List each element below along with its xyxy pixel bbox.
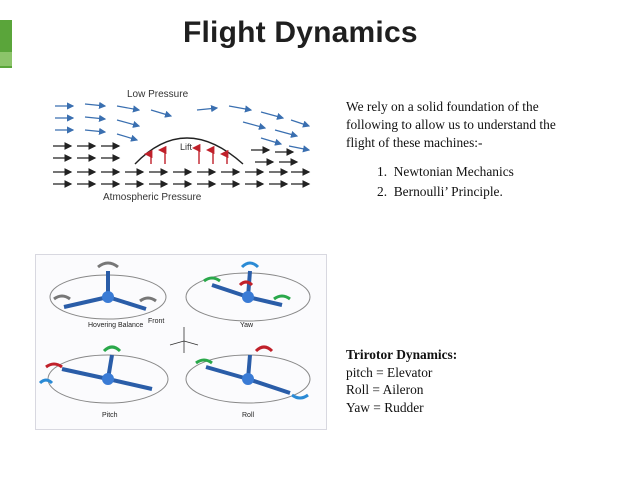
trirotor-line: pitch = Elevator — [346, 364, 433, 380]
slide-title: Flight Dynamics — [183, 16, 418, 49]
list-number: 2. — [377, 184, 388, 199]
list-number: 1. — [377, 164, 388, 179]
lift-diagram-svg: Low Pressure Lift — [47, 84, 317, 212]
list-item: 1. Newtonian Mechanics — [377, 162, 514, 182]
trirotor-diagram: Hovering Balance Yaw Front — [35, 254, 327, 430]
trirotor-line: Roll = Aileron — [346, 382, 424, 397]
lift-diagram: Low Pressure Lift — [47, 84, 317, 212]
front-label: Front — [148, 318, 164, 325]
list-text: Bernoulli’ Principle. — [393, 184, 503, 199]
accent-bar-light — [0, 52, 12, 66]
roll-label: Roll — [242, 412, 255, 419]
intro-text: We rely on a solid foundation of the fol… — [346, 99, 556, 150]
trirotor-diagram-svg: Hovering Balance Yaw Front — [38, 261, 311, 419]
axes-icon — [169, 327, 199, 353]
list-item: 2. Bernoulli’ Principle. — [377, 182, 514, 202]
principles-list: 1. Newtonian Mechanics 2. Bernoulli’ Pri… — [377, 162, 514, 202]
trirotor-line: Yaw = Rudder — [346, 399, 424, 415]
pitch-label: Pitch — [102, 412, 118, 419]
low-pressure-label: Low Pressure — [127, 89, 189, 100]
list-text: Newtonian Mechanics — [393, 164, 514, 179]
yaw-quadrant — [185, 261, 311, 322]
atmospheric-pressure-label: Atmospheric Pressure — [103, 192, 202, 203]
trirotor-dynamics-text: Trirotor Dynamics: pitch = Elevator Roll… — [346, 346, 457, 416]
trirotor-heading: Trirotor Dynamics: — [346, 347, 458, 362]
yaw-label: Yaw — [240, 322, 254, 329]
hover-quadrant — [49, 261, 167, 320]
hover-label: Hovering Balance — [88, 322, 143, 329]
pitch-quadrant — [38, 345, 169, 404]
roll-quadrant — [185, 345, 311, 404]
lift-label: Lift — [180, 142, 193, 152]
